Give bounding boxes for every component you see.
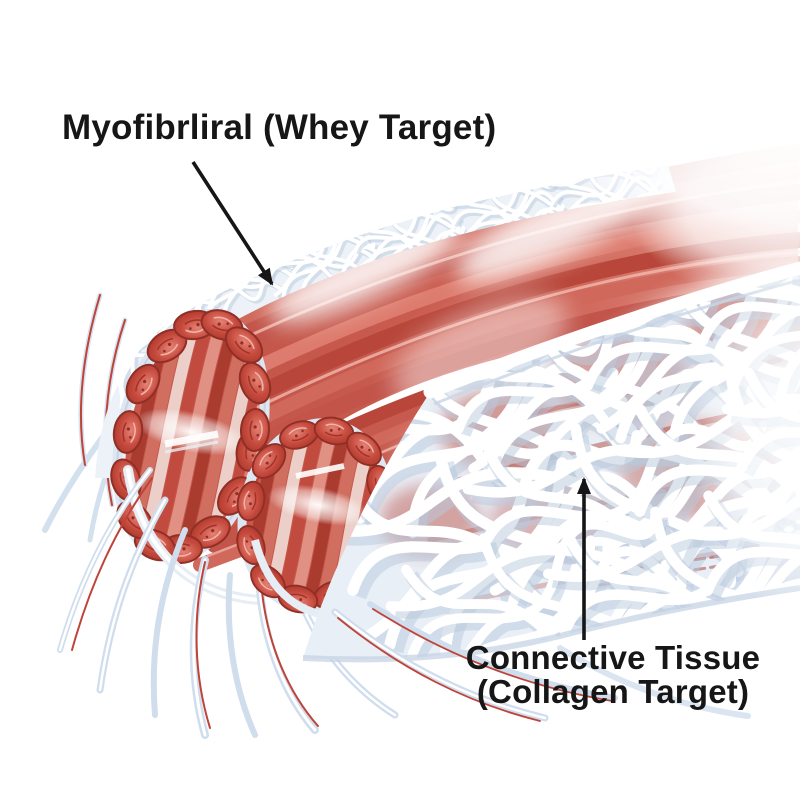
highlight-fades: [540, 0, 800, 615]
connective-tissue-label-line2: (Collagen Target): [476, 673, 750, 710]
connective-tissue-label-line1: Connective Tissue: [465, 639, 761, 676]
arrow-to-myofibrils: [191, 161, 274, 286]
myofibrillar-label: Myofibrliral (Whey Target): [62, 108, 497, 147]
capillary-wisps-mid: [57, 465, 399, 739]
connective-tissue-label: Connective Tissue (Collagen Target): [430, 641, 796, 709]
capillary-wisps-bottom: [331, 601, 751, 722]
